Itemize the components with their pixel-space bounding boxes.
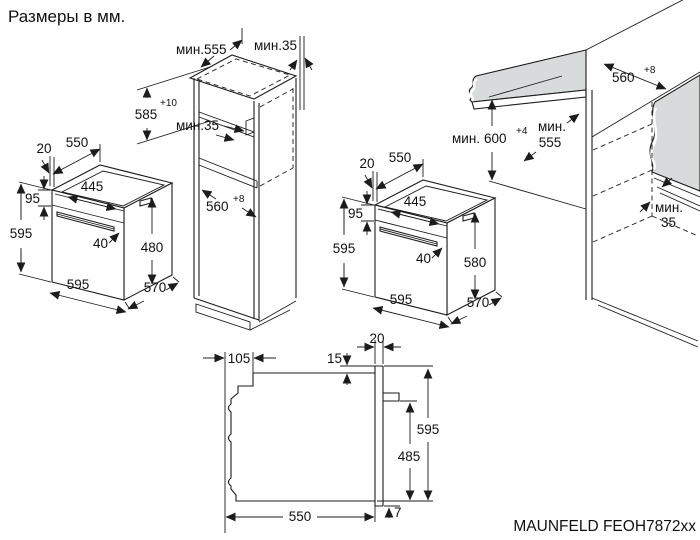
dim-label-uc-niche-height: 600 (484, 131, 507, 146)
dim-label-vent-gap-min: мин.35 (176, 118, 219, 133)
dim-label-uc-height-prefix: мин. (452, 131, 480, 146)
cabinet-plinth (195, 300, 297, 331)
page-title: Размеры в мм. (8, 7, 125, 26)
worktop-left (468, 49, 587, 103)
dim-label-depth: 570 (144, 280, 167, 295)
oven-right-drawing: 20 550 95 595 445 40 580 595 570 (333, 150, 502, 327)
cabinet-shelf (198, 157, 258, 189)
dim-label-body-height: 480 (141, 240, 164, 255)
model-label: MAUNFELD FEOH7872xx (513, 518, 696, 535)
under-counter-drawing: мин. 35 560 +8 мин. 600 +4 мин. 555 (452, 0, 700, 348)
dim-label-niche-width: 560 (206, 199, 229, 214)
dim-label-front-gap: 15 (327, 351, 342, 366)
dim-label-bottom-lip: 7 (394, 505, 402, 520)
dim-label-panel-height: 95 (348, 206, 363, 221)
dim-label-top-depth: 550 (389, 150, 412, 165)
oven-side-profile (227, 373, 375, 502)
dim-label-niche-width-tol: +8 (233, 194, 245, 205)
dim-label-panel-height: 95 (25, 191, 40, 206)
dim-label-depth: 570 (467, 295, 490, 310)
dim-label-wall-gap-min: мин.35 (254, 38, 297, 53)
dim-label-door-thickness: 20 (369, 331, 384, 346)
left-panel-edge (585, 88, 593, 300)
dim-label-cabinet-depth-min: мин.555 (176, 42, 227, 57)
door-profile (374, 365, 384, 507)
dim-label-frame: 20 (36, 141, 51, 156)
dim-label-width: 595 (390, 292, 413, 307)
dim-label-niche-height-tol: +10 (160, 98, 177, 109)
dim-label-top-depth: 550 (66, 135, 89, 150)
vent-slot (245, 117, 255, 136)
dim-label-uc-niche-height-tol: +4 (516, 126, 528, 137)
dim-label-uc-depth-min: 555 (539, 135, 562, 150)
dim-label-top-recess: 105 (228, 351, 251, 366)
dim-label-back-gap-prefix: мин. (655, 200, 683, 215)
dim-label-uc-niche-width: 560 (612, 70, 635, 85)
wall-top-line (585, 0, 684, 51)
dim-label-lower-height: 485 (398, 449, 421, 464)
dim-label-back-gap: 35 (661, 215, 676, 230)
dim-label-frame: 20 (359, 156, 374, 171)
dim-label-height: 595 (10, 226, 33, 241)
dim-label-uc-niche-width-tol: +8 (644, 65, 656, 76)
wall-gap-lines (299, 36, 305, 110)
wall-back-line (591, 71, 700, 138)
dim-label-top-inner-width: 445 (404, 194, 427, 209)
dim-label-sv-depth: 550 (289, 509, 312, 524)
floor-lines (591, 297, 699, 348)
back-gap-lines (656, 186, 700, 212)
handle-profile (383, 392, 400, 402)
dim-label-width: 595 (67, 277, 90, 292)
dim-label-sv-height: 595 (417, 422, 440, 437)
dim-label-height: 595 (333, 241, 356, 256)
dim-label-handle-offset: 40 (93, 236, 108, 251)
tall-cabinet-drawing: мин.555 мин.35 585 +10 мин.35 560 +8 (135, 28, 314, 331)
oven-left-drawing: 20 550 95 595 445 40 480 595 570 (10, 135, 179, 312)
dim-label-body-height: 580 (464, 255, 487, 270)
dim-label-niche-height: 585 (135, 107, 158, 122)
dim-label-top-inner-width: 445 (81, 179, 104, 194)
dim-label-handle-offset: 40 (416, 251, 431, 266)
side-view-drawing: 105 15 20 595 485 7 550 (203, 331, 439, 533)
dim-label-uc-depth-prefix: мин. (538, 119, 566, 134)
worktop-right (649, 74, 700, 192)
